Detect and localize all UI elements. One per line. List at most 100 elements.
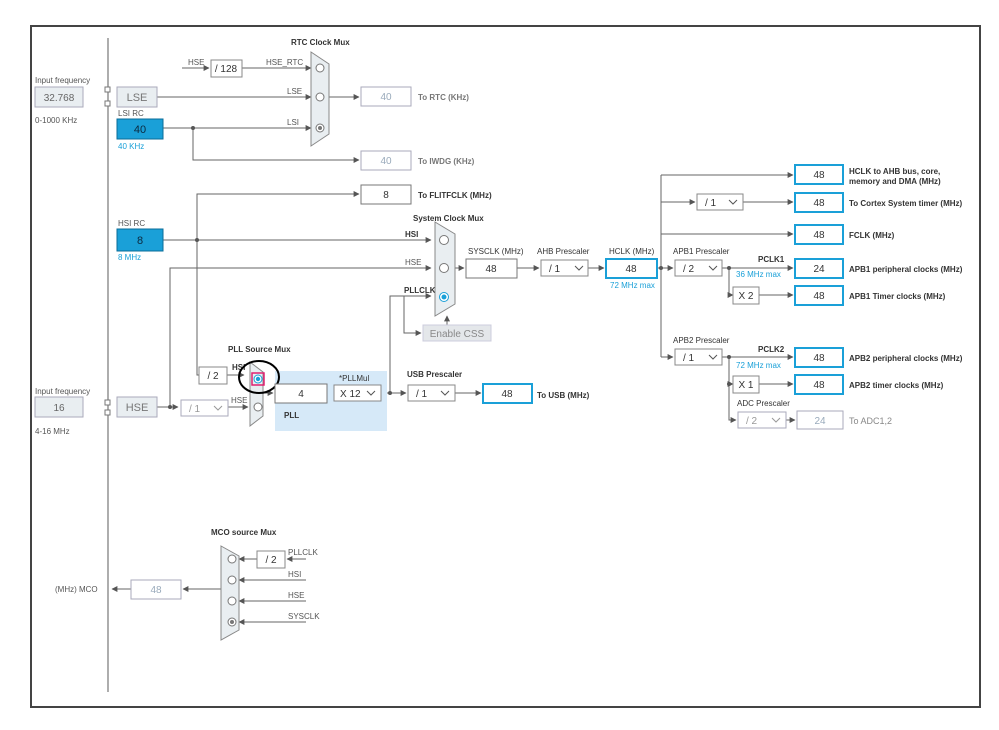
hclk-box[interactable]: [605, 258, 658, 279]
apb1-timer-output-box[interactable]: [794, 285, 844, 306]
hse-input-value: 16: [53, 403, 65, 414]
adc-prescaler-select[interactable]: [737, 411, 787, 429]
mco-option-hse[interactable]: [227, 596, 237, 606]
rtc-lsi-label: LSI: [287, 118, 299, 127]
ahb-prescaler-title: AHB Prescaler: [537, 247, 590, 256]
hclk-value: 48: [625, 264, 637, 275]
hsi-title: HSI RC: [118, 219, 145, 228]
usb-output-box[interactable]: [482, 383, 533, 404]
enable-css-label: Enable CSS: [430, 329, 485, 340]
mco-source-mux[interactable]: [220, 545, 240, 641]
apb2-peripheral-output-box[interactable]: [794, 347, 844, 368]
rtc-mux-option-lse[interactable]: [315, 92, 325, 102]
lse-input-caption: Input frequency: [35, 76, 90, 85]
adc-prescaler-value: / 2: [746, 416, 758, 427]
pll-mul-title: *PLLMul: [339, 374, 369, 383]
pll-src-selection-highlight: [251, 372, 265, 386]
rtc-output-value: 40: [380, 92, 392, 103]
pclk1-max: 36 MHz max: [736, 270, 781, 279]
hse-input-field[interactable]: [34, 396, 84, 418]
hclk-ahb-output-box[interactable]: [794, 164, 844, 185]
hse-input-range: 4-16 MHz: [35, 427, 70, 436]
cortex-divider-select[interactable]: [696, 193, 744, 211]
mco-label: (MHz) MCO: [55, 585, 98, 594]
pclk2-max: 72 MHz max: [736, 361, 781, 370]
apb2-prescaler-title: APB2 Prescaler: [673, 336, 730, 345]
rtc-output-label: To RTC (KHz): [418, 93, 469, 102]
hsi-value: 8: [137, 235, 143, 247]
mco-output-box: [130, 579, 182, 600]
usb-output-value: 48: [501, 389, 513, 400]
apb1-timer-output-label: APB1 Timer clocks (MHz): [849, 292, 946, 301]
hclk-max: 72 MHz max: [610, 281, 655, 290]
pll-hse-divider-value: / 1: [189, 404, 201, 415]
fclk-output-value: 48: [813, 230, 825, 241]
apb1-timer-output-value: 48: [813, 291, 825, 302]
lse-input-field[interactable]: [34, 86, 84, 108]
pll-input-value: 4: [298, 389, 304, 400]
rtc-lse-label: LSE: [287, 87, 302, 96]
pclk2-label: PCLK2: [758, 345, 785, 354]
clock-outputs: 48 HCLK to AHB bus, core, memory and DMA…: [794, 164, 963, 395]
pll-hse-divider-select[interactable]: [180, 399, 229, 417]
pll-multiplier-select[interactable]: [333, 384, 382, 402]
mco-sysclk-label: SYSCLK: [288, 612, 320, 621]
flitf-output-value: 8: [383, 190, 389, 201]
hse-label: HSE: [126, 402, 149, 414]
cortex-timer-output-label: To Cortex System timer (MHz): [849, 199, 963, 208]
rtc-output-box: [360, 86, 412, 107]
apb2-prescaler-select[interactable]: [674, 348, 723, 366]
mco-pll-divider-value: / 2: [265, 555, 277, 566]
hsi-oscillator[interactable]: [116, 228, 164, 252]
adc-output-label: To ADC1,2: [849, 416, 892, 426]
lse-label: LSE: [127, 92, 148, 104]
pclk1-label: PCLK1: [758, 255, 785, 264]
apb1-peripheral-output-label: APB1 peripheral clocks (MHz): [849, 265, 963, 274]
enable-css-button[interactable]: [422, 324, 492, 342]
apb2-prescaler-value: / 1: [683, 353, 695, 364]
mco-option-pllclk[interactable]: [227, 554, 237, 564]
adc-output-value: 24: [814, 416, 826, 427]
adc-chevron-down-icon: [771, 417, 781, 423]
pll-label: PLL: [284, 411, 299, 420]
apb2-peripheral-output-label: APB2 peripheral clocks (MHz): [849, 354, 963, 363]
lsi-oscillator[interactable]: [116, 118, 164, 140]
cortex-timer-output-box[interactable]: [794, 192, 844, 213]
pll-source-mux[interactable]: [249, 360, 264, 428]
lsi-value: 40: [134, 124, 146, 136]
rtc-hse-divider-value: / 128: [215, 64, 238, 75]
apb1-timer-multiplier-value: X 2: [738, 291, 753, 302]
apb2-timer-output-box[interactable]: [794, 374, 844, 395]
apb1-timer-multiplier: [732, 286, 760, 305]
rtc-hse-divider[interactable]: [210, 59, 243, 78]
hclk-ahb-output-label-line1: HCLK to AHB bus, core,: [849, 167, 940, 176]
sysmux-option-hse[interactable]: [439, 263, 449, 273]
pll-hsi-divider-value: / 2: [207, 371, 219, 382]
hclk-ahb-output-value: 48: [813, 170, 825, 181]
junction-dots: [168, 126, 731, 409]
sysmux-pllclk-label: PLLCLK: [404, 286, 436, 295]
hse-oscillator[interactable]: [116, 396, 158, 418]
hse-rtc-label: HSE_RTC: [266, 58, 303, 67]
mco-option-hsi[interactable]: [227, 575, 237, 585]
apb2-timer-multiplier-value: X 1: [738, 380, 753, 391]
mco-source-mux-title: MCO source Mux: [211, 528, 277, 537]
flitf-output-box: [360, 184, 412, 205]
cortex-divider-value: / 1: [705, 198, 717, 209]
apb1-prescaler-select[interactable]: [674, 259, 723, 277]
rtc-mux-option-hse[interactable]: [315, 63, 325, 73]
ahb-prescaler-select[interactable]: [540, 259, 589, 277]
usb-prescaler-select[interactable]: [407, 384, 456, 402]
pll-mul-chevron-down-icon: [366, 390, 376, 396]
fclk-output-box[interactable]: [794, 224, 844, 245]
lse-oscillator[interactable]: [116, 86, 158, 108]
iwdg-output-value: 40: [380, 156, 392, 167]
adc-prescaler-title: ADC Prescaler: [737, 399, 790, 408]
mco-pll-divider: [256, 550, 286, 569]
iwdg-output-box: [360, 150, 412, 171]
apb1-peripheral-output-box[interactable]: [794, 258, 844, 279]
mco-output-value: 48: [150, 585, 162, 596]
pll-src-option-hse[interactable]: [253, 402, 263, 412]
sysmux-option-hsi[interactable]: [439, 235, 449, 245]
